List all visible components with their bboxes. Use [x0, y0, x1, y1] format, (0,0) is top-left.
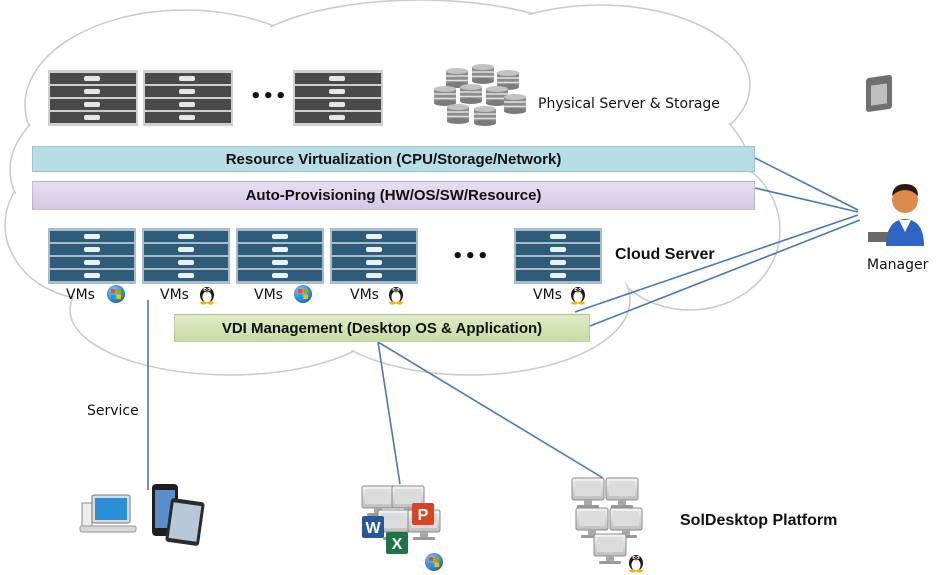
vm-label: VMs	[533, 287, 562, 303]
linux-penguin-icon	[389, 287, 403, 305]
server-ellipsis: •••	[250, 86, 288, 107]
vm-label: VMs	[66, 287, 95, 303]
soldesktop-platform-label: SolDesktop Platform	[680, 512, 838, 529]
cloud-server-icon	[142, 228, 230, 284]
office-desktops-icon: W P X	[361, 485, 443, 571]
manager-person-icon	[866, 75, 924, 246]
cloud-server-icon	[330, 228, 418, 284]
cloud-server-icon	[48, 228, 136, 284]
cloud-server-icon	[514, 228, 602, 284]
svg-text:P: P	[418, 507, 429, 524]
windows-icon	[294, 285, 312, 303]
resource-virtualization-band: Resource Virtualization (CPU/Storage/Net…	[32, 146, 755, 172]
linux-penguin-icon	[571, 287, 585, 305]
physical-server-icon	[143, 70, 233, 126]
svg-text:W: W	[365, 520, 381, 537]
cloud-server-label: Cloud Server	[615, 246, 715, 263]
linux-penguin-icon	[200, 287, 214, 305]
vm-label: VMs	[160, 287, 189, 303]
windows-icon	[107, 285, 125, 303]
physical-server-icon	[48, 70, 138, 126]
end-user-devices-icon	[79, 484, 205, 546]
vdi-management-band: VDI Management (Desktop OS & Application…	[174, 314, 590, 342]
svg-text:X: X	[392, 536, 403, 553]
manager-label: Manager	[867, 257, 929, 273]
physical-server-storage-label: Physical Server & Storage	[538, 96, 720, 112]
physical-server-icon	[293, 70, 383, 126]
vm-label: VMs	[254, 287, 283, 303]
connector-lines	[147, 157, 861, 490]
cloud-server-ellipsis: •••	[452, 246, 490, 267]
vm-label: VMs	[350, 287, 379, 303]
linux-desktops-icon	[571, 477, 643, 573]
auto-provisioning-band: Auto-Provisioning (HW/OS/SW/Resource)	[32, 181, 755, 210]
cloud-server-icon	[236, 228, 324, 284]
service-label: Service	[87, 403, 139, 419]
